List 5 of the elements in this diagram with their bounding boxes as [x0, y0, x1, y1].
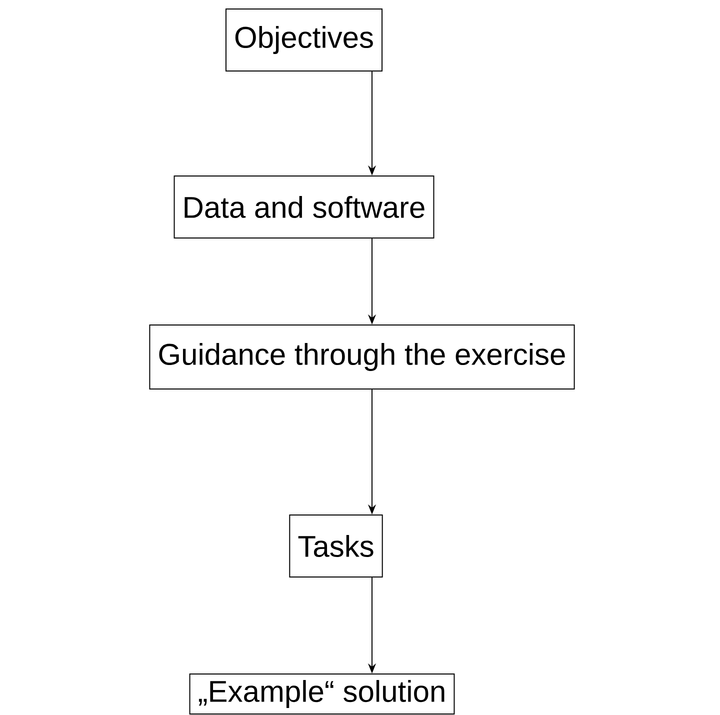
process-box: Guidance through the exercise: [149, 324, 575, 390]
process-box: Data and software: [174, 176, 434, 238]
process-box: Objectives: [225, 8, 383, 72]
process-box: „Example“ solution: [189, 674, 455, 714]
process-box: Tasks: [289, 514, 383, 578]
